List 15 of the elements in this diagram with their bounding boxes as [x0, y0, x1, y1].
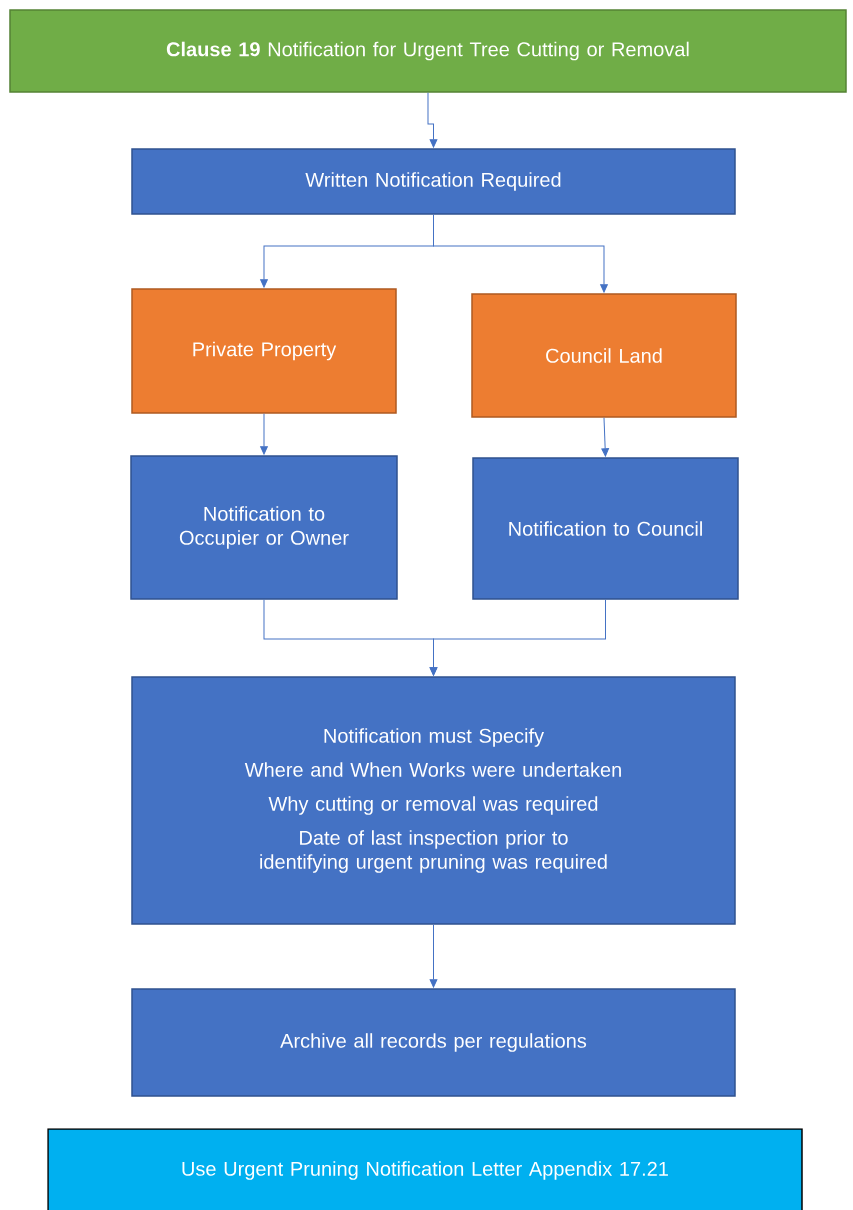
process-box: Archive all records per regulations — [131, 988, 736, 1097]
category-box: Private Property — [131, 288, 397, 414]
process-box: Notification to Occupier or Owner — [130, 455, 398, 600]
arrow — [429, 599, 606, 676]
category-box: Council Land — [471, 293, 737, 418]
arrow — [260, 413, 268, 455]
arrow — [429, 924, 438, 988]
note-box: Use Urgent Pruning Notification Letter Appendix 17.21 — [47, 1128, 803, 1210]
title-box: Clause 19 Notification for Urgent Tree Cutting or Removal — [9, 9, 847, 93]
arrow — [427, 92, 438, 148]
process-box: Notification must Specify Where and When Works were undertaken Why cutting or removal was required Date of last inspection prior to identifying urgent pruning was required — [131, 676, 736, 925]
arrow — [433, 214, 608, 293]
arrow — [601, 417, 610, 457]
process-box: Notification to Council — [472, 457, 739, 600]
process-box: Written Notification Required — [131, 148, 736, 215]
